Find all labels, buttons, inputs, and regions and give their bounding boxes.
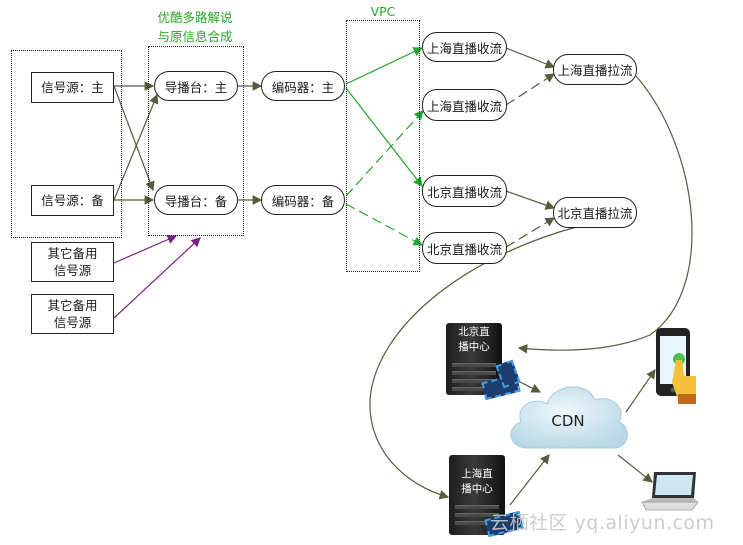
shanghai-center-label: 上海直 播中心 xyxy=(449,467,505,497)
vpc-label: VPC xyxy=(370,4,396,19)
director-group-box xyxy=(148,46,244,236)
shanghai-center-label-line1: 上海直 xyxy=(461,468,493,480)
director-backup: 导播台：备 xyxy=(154,185,238,215)
ingest-beijing-1: 北京直播收流 xyxy=(422,175,507,207)
shanghai-center-label-line2: 播中心 xyxy=(461,483,493,495)
encoder-main: 编码器：主 xyxy=(261,71,345,101)
arrow-enc-backup-to-sh2 xyxy=(345,110,424,197)
source-main: 信号源：主 xyxy=(31,72,114,103)
beijing-center-server: 北京直 播中心 xyxy=(446,323,502,395)
arrow-bj1-to-pull xyxy=(505,190,556,210)
beijing-center-label-line2: 播中心 xyxy=(458,341,490,353)
pull-shanghai: 上海直播拉流 xyxy=(553,54,637,85)
laptop-icon xyxy=(641,472,699,511)
arrow-sh1-to-pull xyxy=(505,47,556,69)
ingest-shanghai-1: 上海直播收流 xyxy=(422,32,507,62)
other-source-2: 其它备用 信号源 xyxy=(31,294,114,334)
cloud-icon xyxy=(510,386,628,449)
composite-label: 优酷多路解说 与原信息合成 xyxy=(145,8,245,46)
source-group-box xyxy=(11,50,122,238)
beijing-center-label: 北京直 播中心 xyxy=(446,325,502,355)
watermark: 云栖社区 yq.aliyun.com xyxy=(490,512,715,534)
cdn-label: CDN xyxy=(551,412,585,430)
arrow-sh2-to-pull xyxy=(505,73,556,106)
vpc-group-box xyxy=(346,20,420,272)
mobile-phone-icon xyxy=(656,328,696,404)
arrow-bj2-to-pull xyxy=(505,217,556,248)
ingest-beijing-2: 北京直播收流 xyxy=(422,232,507,264)
other-source-1-line2: 信号源 xyxy=(53,263,92,278)
arrow-cdn-to-laptop xyxy=(617,454,653,483)
other-source-1-line1: 其它备用 xyxy=(47,246,98,261)
other-source-2-line2: 信号源 xyxy=(53,315,92,330)
composite-label-line2: 与原信息合成 xyxy=(157,29,233,44)
arrow-main-to-director-backup xyxy=(113,85,155,192)
beijing-center-label-line1: 北京直 xyxy=(458,326,490,338)
pull-beijing: 北京直播拉流 xyxy=(553,197,637,228)
arrow-enc-main-to-sh1 xyxy=(345,47,424,85)
arrow-other1-to-director xyxy=(113,234,178,264)
arrow-sh-center-to-cdn xyxy=(509,454,550,506)
other-source-2-line1: 其它备用 xyxy=(47,298,98,313)
composite-label-line1: 优酷多路解说 xyxy=(157,10,233,25)
source-backup: 信号源：备 xyxy=(31,185,114,216)
ingest-shanghai-2: 上海直播收流 xyxy=(422,89,507,121)
director-main: 导播台：主 xyxy=(154,71,238,101)
arrow-other2-to-director xyxy=(113,237,201,319)
arrow-sh-pull-to-bj-center xyxy=(517,75,693,354)
arrow-enc-main-to-bj1 xyxy=(345,87,423,187)
encoder-backup: 编码器：备 xyxy=(261,185,345,215)
arrow-cdn-to-phone xyxy=(625,369,656,413)
other-source-1: 其它备用 信号源 xyxy=(31,242,114,282)
